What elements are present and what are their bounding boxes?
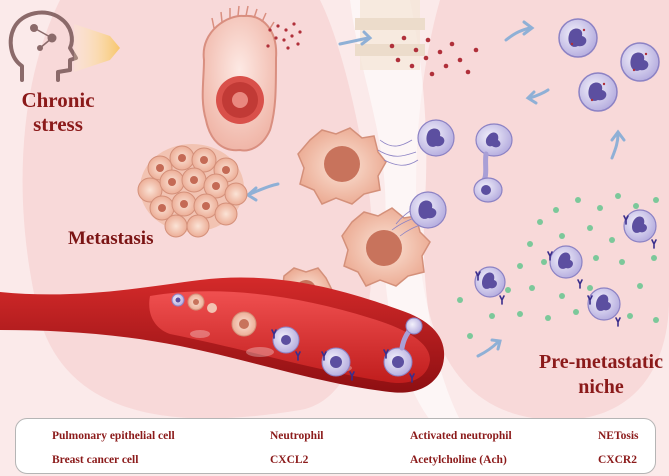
- niche-neutrophils: [474, 209, 657, 327]
- legend-pulmonary-epithelial-cell: Pulmonary epithelial cell: [52, 430, 175, 442]
- legend-neutrophil: Neutrophil: [270, 430, 324, 442]
- cxcl2-dots: [457, 193, 659, 339]
- blood-vessel: [0, 277, 445, 393]
- flow-arrows: [245, 20, 626, 358]
- migrating-neutrophils: [473, 123, 513, 203]
- legend-cxcl2: CXCL2: [270, 454, 309, 466]
- pulmonary-epithelial-cell: [201, 5, 278, 152]
- legend-cxcr2: CXCR2: [598, 454, 637, 466]
- tumor-cluster: [137, 144, 248, 238]
- chronic-stress-title: Chronic stress: [8, 88, 108, 136]
- legend-breast-cancer-cell: Breast cancer cell: [52, 454, 139, 466]
- legend-acetylcholine: Acetylcholine (Ach): [410, 454, 507, 466]
- head-icon: [8, 10, 78, 82]
- activated-neutrophils: [558, 18, 660, 112]
- pre-metastatic-niche-label: Pre-metastatic niche: [536, 350, 666, 400]
- pre-metastatic-line1: Pre-metastatic: [538, 351, 663, 373]
- metastasis-label: Metastasis: [68, 228, 154, 249]
- acetylcholine-dots: [266, 22, 479, 77]
- stress-arrow-icon: [74, 24, 120, 72]
- legend-box: [15, 418, 656, 474]
- chronic-stress-line1: Chronic: [21, 88, 95, 112]
- legend-netosis: NETosis: [598, 430, 639, 442]
- legend-activated-neutrophil: Activated neutrophil: [410, 430, 512, 442]
- pre-metastatic-line2: niche: [578, 376, 624, 398]
- netosis-cells: [377, 119, 455, 237]
- chronic-stress-line2: stress: [33, 112, 83, 136]
